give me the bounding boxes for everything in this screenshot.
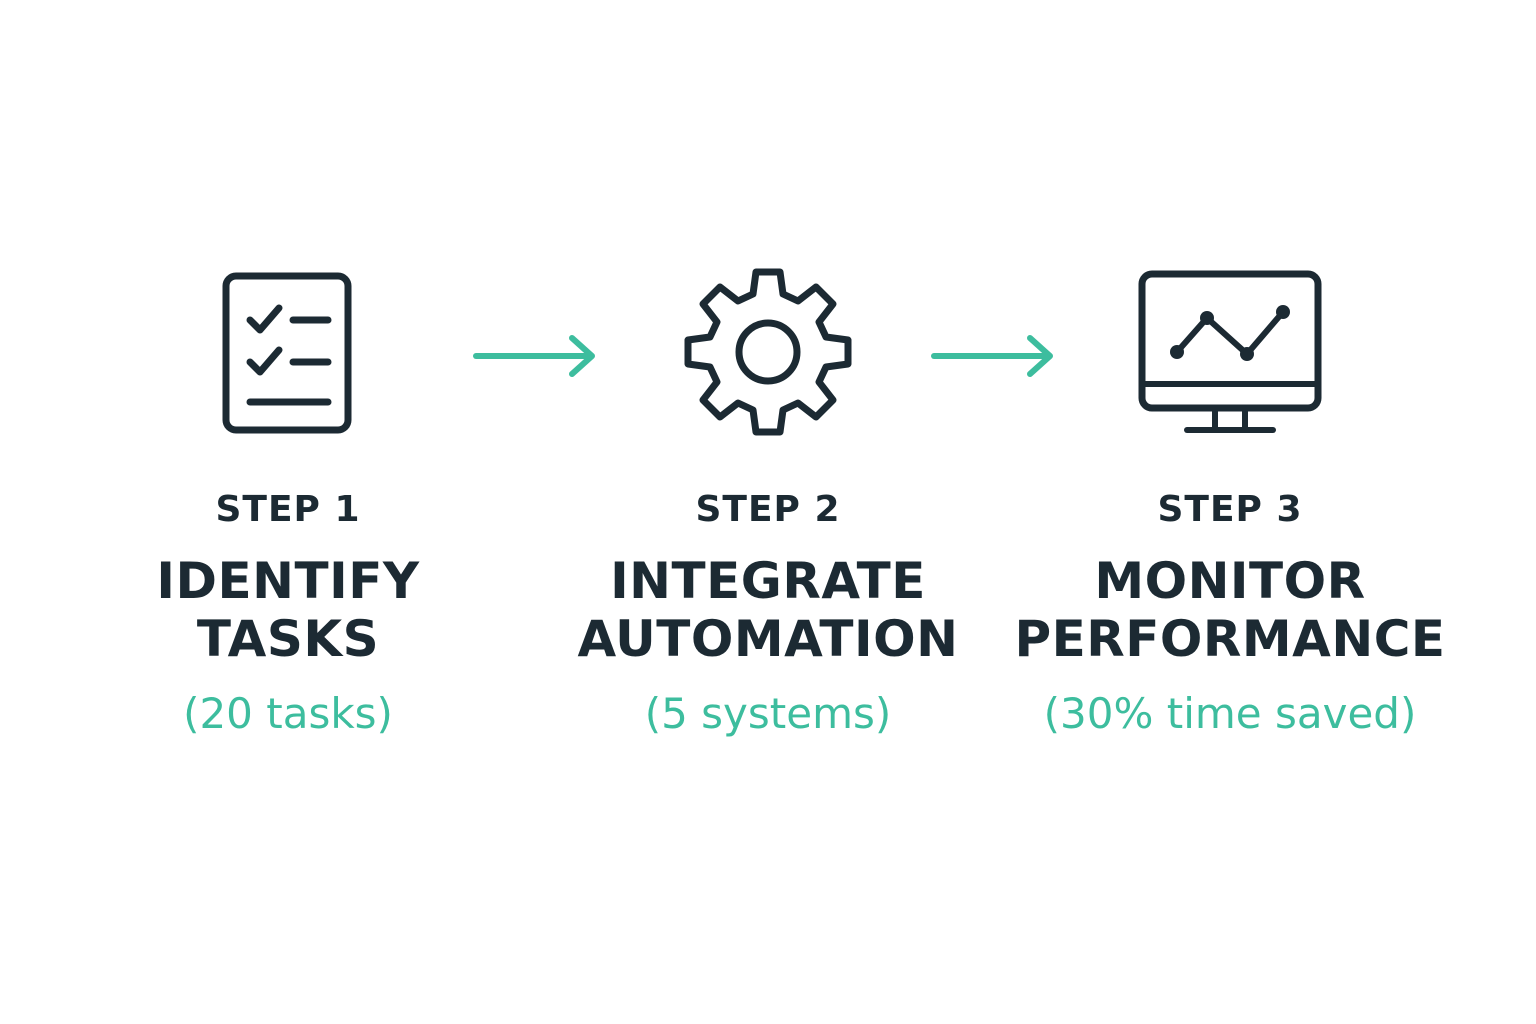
arrow-right-icon <box>473 335 595 377</box>
step-2: STEP 2 INTEGRATE AUTOMATION (5 systems) <box>538 0 998 1024</box>
step-title: IDENTIFY TASKS <box>58 552 518 668</box>
step-title-line-1: INTEGRATE <box>610 552 926 610</box>
step-title: MONITOR PERFORMANCE <box>1000 552 1460 668</box>
step-title-line-2: AUTOMATION <box>577 610 959 668</box>
step-title-line-1: MONITOR <box>1094 552 1366 610</box>
step-3: STEP 3 MONITOR PERFORMANCE (30% time sav… <box>1000 0 1460 1024</box>
step-label: STEP 2 <box>695 489 841 530</box>
monitor-chart-icon <box>1138 270 1322 433</box>
step-1: STEP 1 IDENTIFY TASKS (20 tasks) <box>58 0 518 1024</box>
step-title: INTEGRATE AUTOMATION <box>538 552 998 668</box>
step-label: STEP 3 <box>1157 489 1303 530</box>
step-title-line-2: PERFORMANCE <box>1014 610 1446 668</box>
step-metric: (20 tasks) <box>183 689 393 738</box>
step-title-line-1: IDENTIFY <box>156 552 420 610</box>
step-metric: (5 systems) <box>644 689 892 738</box>
step-label: STEP 1 <box>215 489 361 530</box>
checklist-icon <box>222 272 352 434</box>
arrow-right-icon <box>931 335 1053 377</box>
gear-icon <box>684 268 852 436</box>
step-title-line-2: TASKS <box>196 610 380 668</box>
step-metric: (30% time saved) <box>1043 689 1417 738</box>
